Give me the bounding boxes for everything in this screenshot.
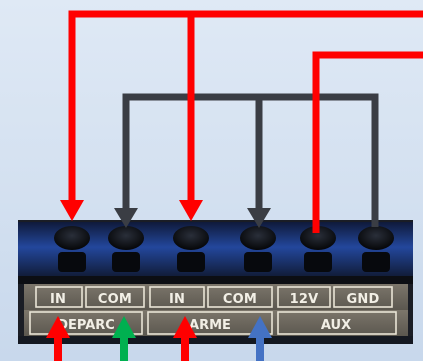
group-label-row: DEPARC ARME AUX (24, 310, 408, 336)
arrow-up-in-2 (173, 316, 197, 361)
arrow-up-com-2-shaft (256, 336, 264, 361)
screw-head-2 (108, 226, 144, 250)
group-label-aux: AUX (321, 318, 351, 333)
terminal-label-12v: 12V (290, 292, 319, 307)
12v-in-wiring (60, 10, 423, 233)
label-cell-5 (277, 286, 331, 308)
terminal-label-in-2: IN (169, 292, 185, 307)
terminal-label-com-2: COM (223, 292, 257, 307)
arrow-up-in-1-shaft (54, 336, 62, 361)
terminal-label-row: IN COM IN COM 12V GND (24, 284, 408, 310)
bottom-arrows (46, 316, 272, 361)
arrow-up-in-1 (46, 316, 70, 361)
wire-hole-4 (244, 252, 272, 272)
arrow-up-com-2-head (248, 316, 272, 338)
arrowhead-com-1 (114, 208, 138, 228)
arrow-up-in-2-shaft (181, 336, 189, 361)
arrow-up-com-1 (112, 316, 136, 361)
arrow-up-in-1-head (46, 316, 70, 338)
label-cell-4 (207, 286, 273, 308)
label-cell-6 (333, 286, 393, 308)
arrowhead-in-1 (60, 200, 84, 221)
screw-head-1 (54, 226, 90, 250)
group-cell-2 (147, 311, 273, 335)
terminal-label-gnd: GND (347, 292, 380, 307)
screw-head-3 (173, 226, 209, 250)
group-label-arme: ARME (189, 318, 231, 333)
block-bottom-edge (18, 336, 413, 344)
wire-hole-3 (177, 252, 205, 272)
group-cell-3 (277, 311, 397, 335)
12v-feed-wire (312, 51, 423, 233)
arrow-up-com-2 (248, 316, 272, 361)
arrow-up-com-1-head (112, 316, 136, 338)
label-cell-3 (149, 286, 205, 308)
wire-hole-1 (58, 252, 86, 272)
wire-hole-2 (112, 252, 140, 272)
wire-hole-6 (362, 252, 390, 272)
wire-hole-5 (304, 252, 332, 272)
label-cell-2 (85, 286, 145, 308)
terminal-block: IN COM IN COM 12V GND DEPARC ARME AUX (18, 220, 413, 344)
terminal-label-com-1: COM (98, 292, 132, 307)
label-plate-bottom (24, 310, 408, 336)
screw-heads (54, 226, 394, 272)
arrowhead-in-2 (179, 200, 203, 221)
terminal-label-in-1: IN (50, 292, 66, 307)
12v-supply-wire (68, 10, 423, 205)
arrow-up-in-2-head (173, 316, 197, 338)
gnd-wire (122, 93, 379, 227)
screw-head-6 (358, 226, 394, 250)
arrow-up-com-1-shaft (120, 336, 128, 361)
arrowhead-com-2 (247, 208, 271, 228)
group-label-deparc: DEPARC (57, 318, 115, 333)
screw-head-4 (240, 226, 276, 250)
group-cell-1 (29, 311, 143, 335)
gnd-com-wiring (114, 93, 379, 228)
label-plate-top (24, 284, 408, 310)
screw-head-5 (300, 226, 336, 250)
label-cell-1 (35, 286, 83, 308)
block-shadow-strip (18, 276, 413, 284)
